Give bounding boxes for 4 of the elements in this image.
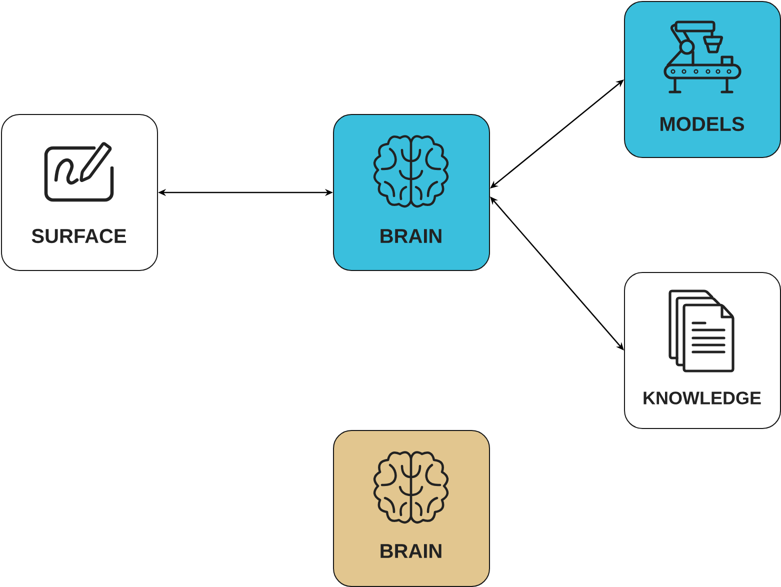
- process-box: BRAIN: [333, 114, 490, 271]
- process-box: BRAIN: [333, 430, 490, 587]
- process-box: SURFACE: [1, 114, 158, 271]
- process-box: MODELS: [624, 1, 781, 158]
